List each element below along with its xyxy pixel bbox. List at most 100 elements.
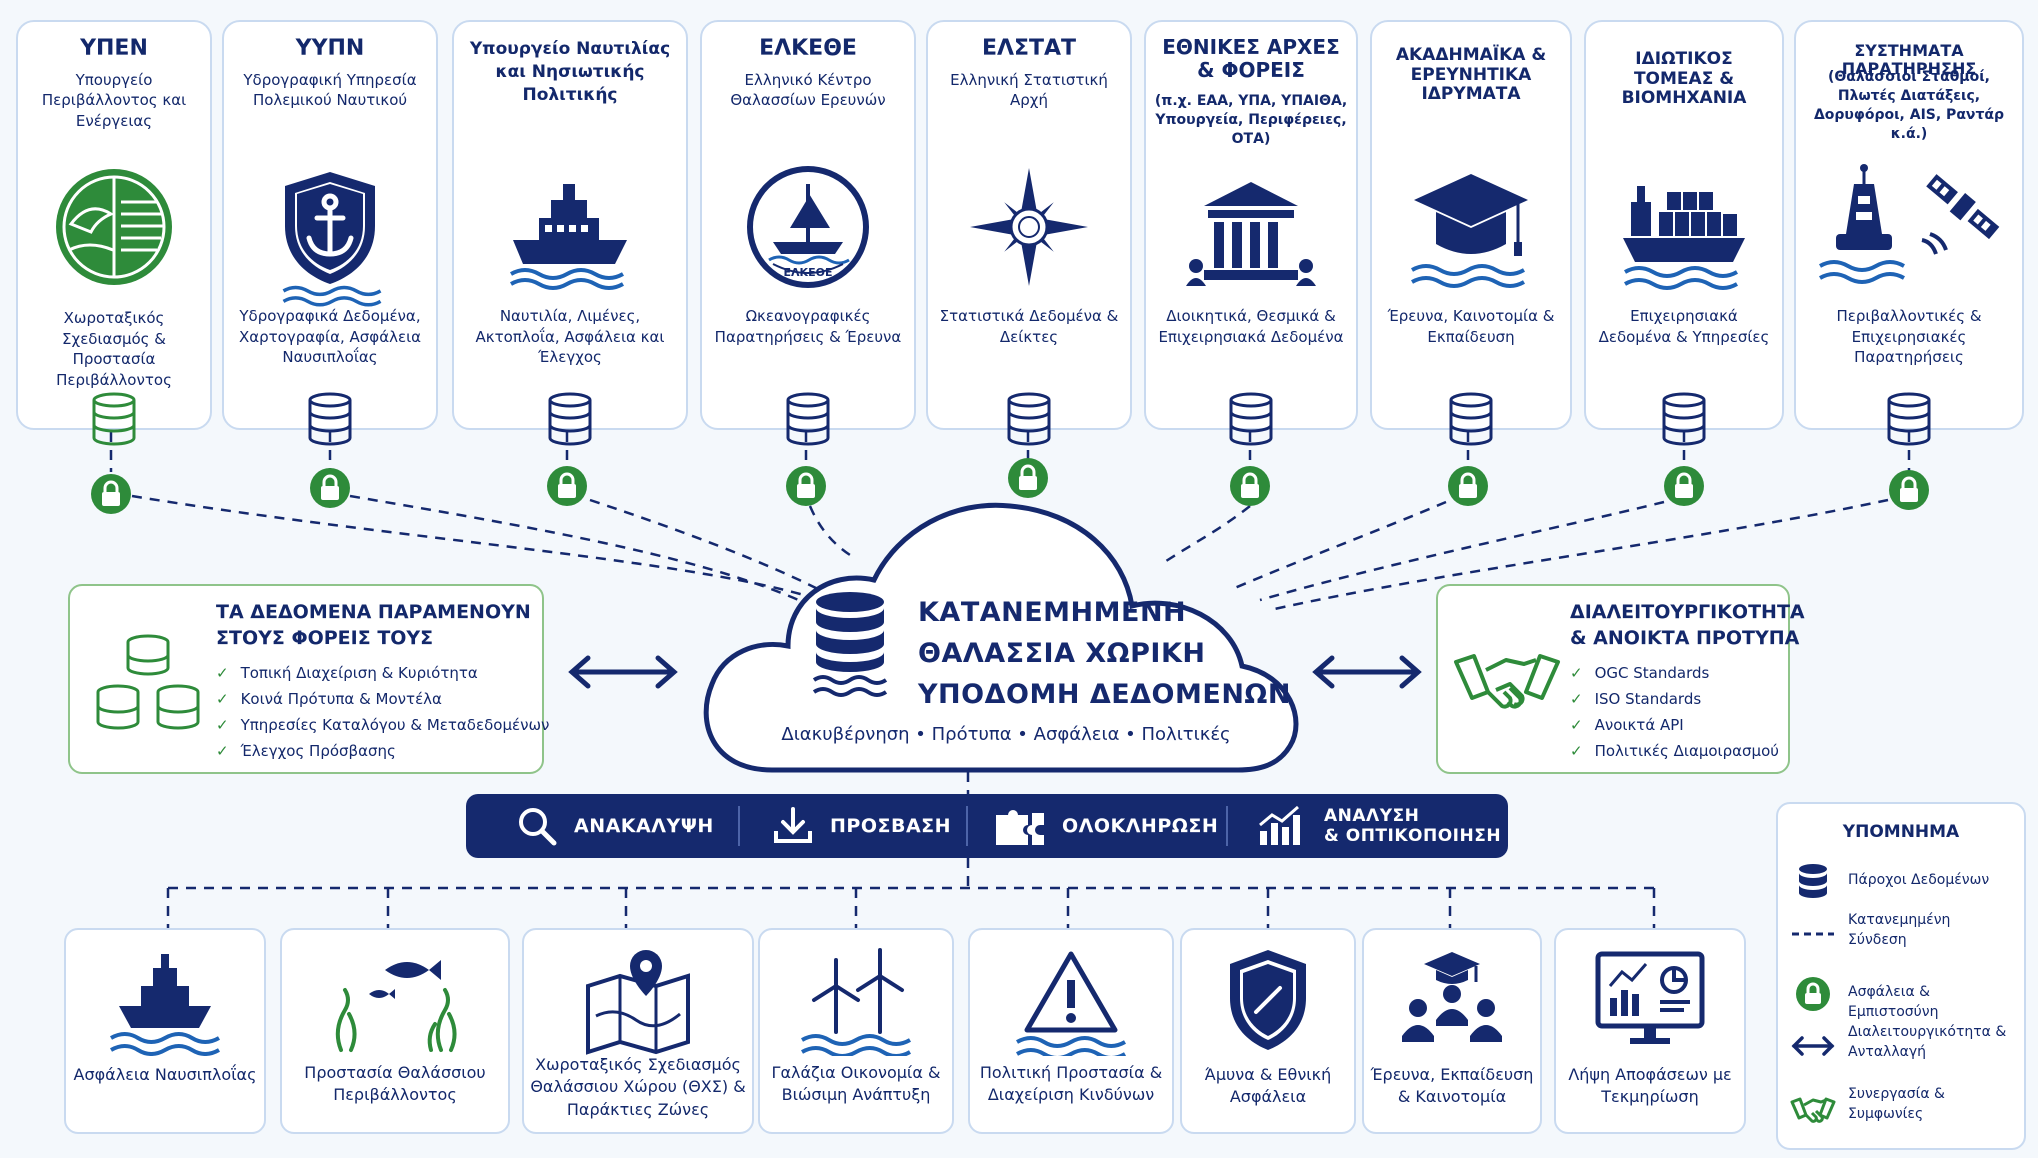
application-label: Χωροταξικός Σχεδιασμός Θαλάσσιου Χώρου (… [530, 1055, 746, 1119]
application-card-navigation-safety[interactable]: Ασφάλεια Ναυσιπλοΐας [64, 928, 266, 1134]
lock-icon [1446, 464, 1490, 508]
divider [738, 806, 740, 846]
provider-subtitle: (Θαλάσσιοι Σταθμοί, Πλωτές Διατάξεις, Δο… [1813, 69, 2005, 142]
legend-item-label: Συνεργασία & Συμφωνίες [1848, 1086, 1945, 1123]
service-discovery[interactable]: ΑΝΑΚΑΛΥΨΗ [516, 794, 714, 858]
provider-description: Ωκεανογραφικές Παρατηρήσεις & Έρευνα [714, 307, 902, 346]
panel-title: ΤΑ ΔΕΔΟΜΕΝΑ ΠΑΡΑΜΕΝΟΥΝ ΣΤΟΥΣ ΦΟΡΕΙΣ ΤΟΥΣ [216, 600, 531, 651]
application-card-defense[interactable]: Άμυνα & Εθνική Ασφάλεια [1180, 928, 1356, 1134]
lock-icon [1662, 464, 1706, 508]
list-item: ✓ Ανοικτά API [1570, 712, 1779, 738]
application-card-maritime-spatial-planning[interactable]: Χωροταξικός Σχεδιασμός Θαλάσσιου Χώρου (… [522, 928, 754, 1134]
check-icon: ✓ [1570, 742, 1583, 760]
panel-list: ✓ Τοπική Διαχείριση & Κυριότητα ✓ Κοινά Πρ… [216, 660, 549, 764]
service-label: ΟΛΟΚΛΗΡΩΣΗ [1062, 814, 1219, 837]
list-item-label: Ανοικτά API [1594, 716, 1684, 734]
government-building-icon [1186, 182, 1316, 286]
legend-item: Διαλειτουργικότητα & Ανταλλαγή [1790, 1022, 2020, 1072]
panel-title-line-1: ΔΙΑΛΕΙΤΟΥΡΓΙΚΟΤΗΤΑ [1570, 601, 1805, 623]
provider-title: ΥΠΕΝ [80, 36, 148, 61]
provider-card-private-sector[interactable]: ΙΔΙΩΤΙΚΟΣ ΤΟΜΕΑΣ & ΒΙΟΜΗΧΑΝΙΑ Επιχειρησι… [1584, 20, 1784, 430]
graduation-cap-icon [1411, 174, 1528, 288]
divider [1226, 806, 1228, 846]
application-card-marine-protection[interactable]: Προστασία Θαλάσσιου Περιβάλλοντος [280, 928, 510, 1134]
provider-card-national-authorities[interactable]: ΕΘΝΙΚΕΣ ΑΡΧΕΣ & ΦΟΡΕΙΣ (π.χ. ΕΑΑ, ΥΠΑ, Υ… [1144, 20, 1358, 430]
application-card-blue-economy[interactable]: Γαλάζια Οικονομία & Βιώσιμη Ανάπτυξη [758, 928, 954, 1134]
provider-subtitle: Υδρογραφική Υπηρεσία Πολεμικού Ναυτικού [243, 71, 417, 110]
list-item: ✓ Πολιτικές Διαμοιρασμού [1570, 738, 1779, 764]
service-access[interactable]: ΠΡΟΣΒΑΣΗ [772, 794, 951, 858]
provider-title: ΕΛΣΤΑΤ [981, 36, 1077, 61]
lock-icon [89, 472, 133, 516]
database-icon [1006, 392, 1052, 446]
provider-subtitle: (π.χ. ΕΑΑ, ΥΠΑ, ΥΠΑΙΘΑ, Υπουργεία, Περιφ… [1154, 93, 1348, 147]
handshake-icon [1790, 1097, 1836, 1123]
provider-card-elkethe[interactable]: ΕΛΚΕΘΕ Ελληνικό Κέντρο Θαλασσίων Ερευνών… [700, 20, 916, 430]
database-icon [812, 592, 888, 697]
central-cloud [703, 502, 1299, 773]
provider-card-yypn[interactable]: ΥΥΠΝ Υδρογραφική Υπηρεσία Πολεμικού Ναυτ… [222, 20, 438, 430]
buoy-satellite-icon [1819, 164, 2000, 284]
wind-turbine-icon [801, 948, 911, 1056]
check-icon: ✓ [1570, 716, 1583, 734]
dashboard-monitor-icon [1595, 951, 1705, 1044]
provider-card-ministry-shipping[interactable]: Υπουργείο Ναυτιλίας και Νησιωτικής Πολιτ… [452, 20, 688, 430]
legend-item: Συνεργασία & Συμφωνίες [1790, 1084, 2020, 1134]
application-label: Έρευνα, Εκπαίδευση & Καινοτομία [1370, 1065, 1534, 1107]
provider-title: ΕΘΝΙΚΕΣ ΑΡΧΕΣ & ΦΟΡΕΙΣ [1162, 35, 1340, 82]
provider-card-observation-systems[interactable]: ΣΥΣΤΗΜΑΤΑ ΠΑΡΑΤΗΡΗΣΗΣ (Θαλάσσιοι Σταθμοί… [1794, 20, 2024, 430]
provider-title: ΣΥΣΤΗΜΑΤΑ ΠΑΡΑΤΗΡΗΣΗΣ [1841, 41, 1977, 79]
service-integration[interactable]: ΟΛΟΚΛΗΡΩΣΗ [994, 794, 1218, 858]
legend-item-label: Διαλειτουργικότητα & Ανταλλαγή [1848, 1024, 2007, 1061]
provider-card-ypen[interactable]: ΥΠΕΝ Υπουργείο Περιβάλλοντος και Ενέργει… [16, 20, 212, 430]
map-pin-icon [586, 950, 690, 1055]
provider-description: Υδρογραφικά Δεδομένα, Χαρτογραφία, Ασφάλ… [238, 307, 422, 367]
list-item-label: Πολιτικές Διαμοιρασμού [1594, 742, 1779, 760]
legend: ΥΠΟΜΝΗΜΑ Πάροχοι Δεδομένων Κατανεμημένη … [1776, 802, 2026, 1150]
application-label: Ασφάλεια Ναυσιπλοΐας [73, 1065, 257, 1084]
service-label-line-1: ΑΝΑΛΥΣΗ [1324, 805, 1420, 826]
lock-icon [308, 466, 352, 510]
interoperability-panel: ΔΙΑΛΕΙΤΟΥΡΓΙΚΟΤΗΤΑ & ΑΝΟΙΚΤΑ ΠΡΟΤΥΠΑ ✓OG… [1436, 584, 1805, 774]
provider-title: ΕΛΚΕΘΕ [759, 36, 857, 61]
legend-item: Κατανεμημένη Σύνδεση [1790, 910, 2020, 960]
list-item-label: Κοινά Πρότυπα & Μοντέλα [240, 690, 442, 708]
data-stays-panel: ΤΑ ΔΕΔΟΜΕΝΑ ΠΑΡΑΜΕΝΟΥΝ ΣΤΟΥΣ ΦΟΡΕΙΣ ΤΟΥΣ… [68, 584, 549, 774]
check-icon: ✓ [216, 690, 229, 708]
legend-item-label: Πάροχοι Δεδομένων [1848, 872, 1990, 888]
legend-title: ΥΠΟΜΝΗΜΑ [1842, 822, 1960, 842]
application-label: Προστασία Θαλάσσιου Περιβάλλοντος [304, 1063, 486, 1105]
panel-title: ΔΙΑΛΕΙΤΟΥΡΓΙΚΟΤΗΤΑ & ΑΝΟΙΚΤΑ ΠΡΟΤΥΠΑ [1570, 600, 1805, 651]
lock-icon [1887, 468, 1931, 512]
list-item-label: Έλεγχος Πρόσβασης [240, 742, 396, 760]
ship-icon [110, 954, 220, 1056]
application-card-civil-protection[interactable]: Πολιτική Προστασία & Διαχείριση Κινδύνων [968, 928, 1174, 1134]
database-icon [1661, 392, 1707, 446]
panel-list: ✓OGC Standards ✓ISO Standards ✓Ανοικτά A… [1570, 660, 1779, 764]
application-card-decision-making[interactable]: Λήψη Αποφάσεων με Τεκμηρίωση [1554, 928, 1746, 1134]
services-bar: ΑΝΑΚΑΛΥΨΗ ΠΡΟΣΒΑΣΗ ΟΛΟΚΛΗΡΩΣΗ ΑΝΑΛΥΣΗ & … [466, 794, 1508, 858]
database-stack-icon [96, 634, 200, 730]
provider-card-elstat[interactable]: ΕΛΣΤΑΤ Ελληνική Στατιστική Αρχή Στατιστι… [926, 20, 1132, 430]
provider-card-academic[interactable]: ΑΚΑΔΗΜΑΪΚΑ & ΕΡΕΥΝΗΤΙΚΑ ΙΔΡΥΜΑΤΑ Έρευνα,… [1370, 20, 1572, 430]
list-item: ✓Υπηρεσίες Καταλόγου & Μεταδεδομένων [216, 712, 549, 738]
download-icon [774, 807, 812, 843]
list-item: ✓ Κοινά Πρότυπα & Μοντέλα [216, 686, 549, 712]
list-item-label: Τοπική Διαχείριση & Κυριότητα [240, 664, 478, 682]
service-label: ΑΝΑΛΥΣΗ & ΟΠΤΙΚΟΠΟΙΗΣΗ [1324, 806, 1501, 847]
lock-icon [1796, 977, 1830, 1011]
list-item-label: Υπηρεσίες Καταλόγου & Μεταδεδομένων [240, 716, 550, 734]
provider-description: Περιβαλλοντικές & Επιχειρησιακές Παρατηρ… [1836, 307, 1982, 367]
lock-icon [545, 464, 589, 508]
application-label: Γαλάζια Οικονομία & Βιώσιμη Ανάπτυξη [771, 1063, 941, 1105]
check-icon: ✓ [1570, 664, 1583, 682]
application-card-research[interactable]: Έρευνα, Εκπαίδευση & Καινοτομία [1362, 928, 1542, 1134]
database-icon [1448, 392, 1494, 446]
provider-description: Επιχειρησιακά Δεδομένα & Υπηρεσίες [1598, 307, 1770, 346]
people-graduation-icon [1402, 952, 1502, 1042]
service-analysis[interactable]: ΑΝΑΛΥΣΗ & ΟΠΤΙΚΟΠΟΙΗΣΗ [1256, 794, 1501, 858]
database-icon [1886, 392, 1932, 446]
panel-title-line-2: ΣΤΟΥΣ ΦΟΡΕΙΣ ΤΟΥΣ [216, 626, 434, 649]
provider-subtitle: Υπουργείο Ναυτιλίας και Νησιωτικής Πολιτ… [469, 39, 671, 105]
provider-description: Στατιστικά Δεδομένα & Δείκτες [939, 307, 1119, 346]
